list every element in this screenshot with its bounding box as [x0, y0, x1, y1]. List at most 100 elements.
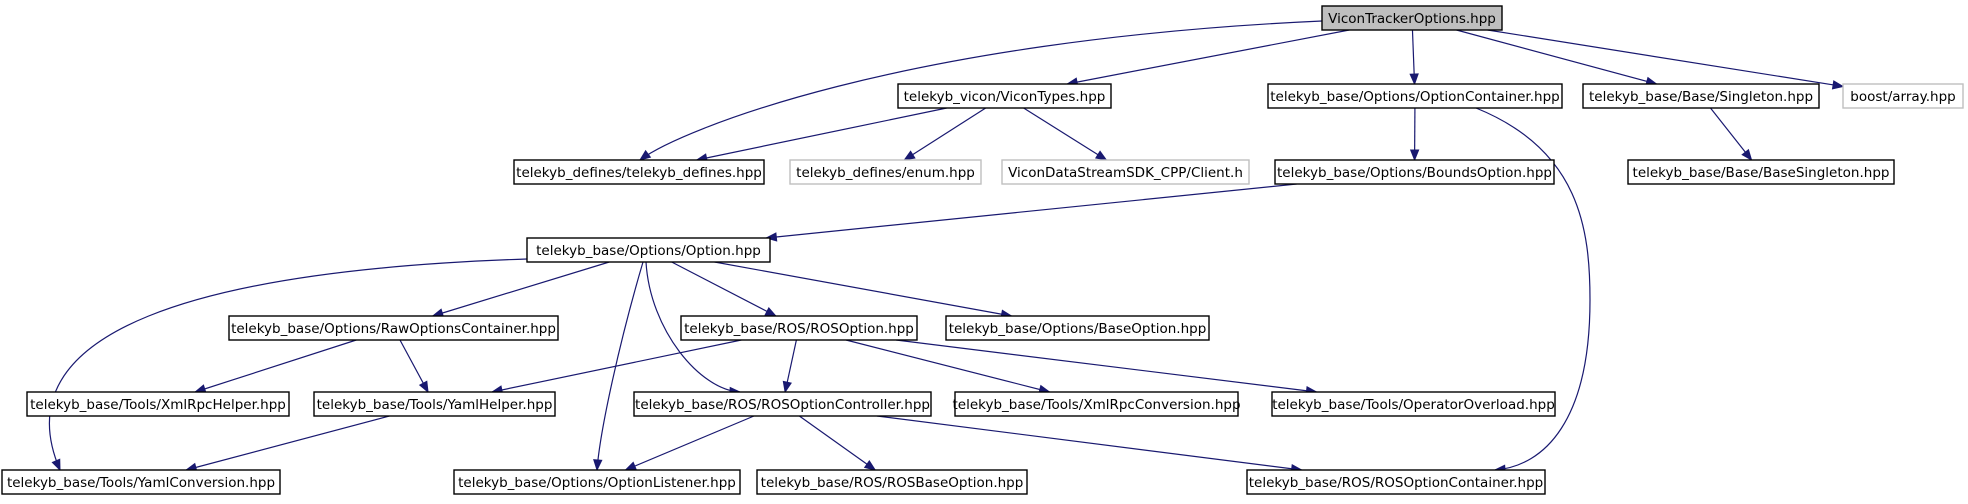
- node-box: [1627, 159, 1895, 185]
- edge-line: [432, 261, 610, 317]
- node-box: [453, 469, 741, 495]
- edge-arrowhead: [765, 232, 778, 242]
- edge-rawoptions-to-xmlrpchelper: [193, 339, 357, 394]
- edge-line: [766, 183, 1297, 239]
- edge-line: [639, 20, 1323, 161]
- node-box: [1271, 391, 1556, 417]
- node-box: [513, 159, 765, 185]
- node-vicontypes[interactable]: telekyb_vicon/ViconTypes.hpp: [897, 83, 1112, 109]
- edge-boundsoption-to-option: [765, 183, 1297, 242]
- edge-rosoption-to-yamlhelper: [490, 339, 742, 395]
- node-operatoroverload[interactable]: telekyb_base/Tools/OperatorOverload.hpp: [1271, 391, 1556, 417]
- edge-arrowhead: [1831, 80, 1845, 90]
- node-rawoptions[interactable]: telekyb_base/Options/RawOptionsContainer…: [228, 315, 559, 341]
- edge-option-to-yamlconversion: [48, 258, 528, 472]
- node-rosbaseoption[interactable]: telekyb_base/ROS/ROSBaseOption.hpp: [756, 469, 1028, 495]
- node-option[interactable]: telekyb_base/Options/Option.hpp: [526, 237, 771, 263]
- node-yamlhelper[interactable]: telekyb_base/Tools/YamlHelper.hpp: [313, 391, 556, 417]
- node-basesingleton[interactable]: telekyb_base/Base/BaseSingleton.hpp: [1627, 159, 1895, 185]
- node-singleton[interactable]: telekyb_base/Base/Singleton.hpp: [1582, 83, 1820, 109]
- edge-line: [876, 415, 1302, 471]
- edge-line: [596, 261, 644, 471]
- edge-rosoption-to-xmlrpcconversion: [845, 339, 1051, 394]
- edge-arrowhead: [1409, 149, 1420, 162]
- edge-line: [798, 415, 876, 471]
- edge-rosoptioncontroller-to-rosoptioncontainer: [876, 415, 1303, 474]
- edge-line: [645, 261, 741, 393]
- edge-line: [1709, 107, 1753, 161]
- edge-rosoption-to-rosoptioncontroller: [782, 339, 797, 394]
- node-boostarray[interactable]: boost/array.hpp: [1842, 83, 1964, 109]
- node-box: [313, 391, 556, 417]
- edge-line: [903, 107, 987, 161]
- edge-arrowhead: [593, 459, 603, 472]
- edge-option-to-rawoptions: [431, 261, 610, 318]
- node-label: telekyb_base/Base/Singleton.hpp: [1589, 89, 1813, 105]
- edge-root-to-optioncontainer: [1409, 29, 1419, 86]
- edge-root-to-singleton: [1456, 29, 1658, 86]
- edge-rosoptioncontroller-to-optionlistener: [624, 415, 755, 471]
- edge-singleton-to-basesingleton: [1709, 107, 1753, 162]
- edge-line: [194, 339, 357, 393]
- node-box: [1, 469, 281, 495]
- node-box: [1274, 159, 1555, 185]
- node-xmlrpchelper[interactable]: telekyb_base/Tools/XmlRpcHelper.hpp: [26, 391, 290, 417]
- node-box: [633, 391, 932, 417]
- node-label: telekyb_base/Tools/OperatorOverload.hpp: [1272, 397, 1555, 413]
- node-box: [1582, 83, 1820, 109]
- node-label: telekyb_base/ROS/ROSBaseOption.hpp: [761, 475, 1024, 491]
- node-box: [789, 159, 982, 185]
- edge-arrowhead: [863, 460, 877, 471]
- edge-arrowhead: [1409, 73, 1419, 86]
- edge-rosoptioncontroller-to-rosbaseoption: [798, 415, 877, 471]
- node-label: telekyb_base/Options/RawOptionsContainer…: [231, 321, 556, 337]
- node-xmlrpcconversion[interactable]: telekyb_base/Tools/XmlRpcConversion.hpp: [952, 391, 1241, 417]
- edge-arrowhead: [1741, 148, 1753, 162]
- node-enum[interactable]: telekyb_defines/enum.hpp: [789, 159, 982, 185]
- edge-rawoptions-to-yamlhelper: [399, 339, 429, 394]
- edge-arrowhead: [51, 458, 61, 472]
- node-optionlistener[interactable]: telekyb_base/Options/OptionListener.hpp: [453, 469, 741, 495]
- node-rosoption[interactable]: telekyb_base/ROS/ROSOption.hpp: [680, 315, 918, 341]
- node-label: telekyb_base/Options/BaseOption.hpp: [949, 321, 1207, 337]
- node-box: [1842, 83, 1964, 109]
- node-box: [897, 83, 1112, 109]
- edge-line: [1067, 29, 1350, 85]
- node-optioncontainer[interactable]: telekyb_base/Options/OptionContainer.hpp: [1267, 83, 1563, 109]
- edge-root-to-vicontypes: [1065, 29, 1350, 87]
- node-box: [1267, 83, 1563, 109]
- node-label: ViconTrackerOptions.hpp: [1328, 11, 1496, 27]
- node-rosoptioncontainer[interactable]: telekyb_base/ROS/ROSOptionContainer.hpp: [1246, 469, 1546, 495]
- edge-line: [185, 415, 390, 471]
- edge-arrowhead: [638, 149, 652, 161]
- node-baseoption[interactable]: telekyb_base/Options/BaseOption.hpp: [945, 315, 1210, 341]
- node-box: [756, 469, 1028, 495]
- edge-arrowhead: [418, 380, 429, 394]
- edge-line: [625, 415, 755, 471]
- node-label: telekyb_base/ROS/ROSOptionController.hpp: [635, 397, 930, 413]
- edge-line: [1475, 107, 1591, 471]
- node-label: boost/array.hpp: [1850, 89, 1955, 105]
- node-boundsoption[interactable]: telekyb_base/Options/BoundsOption.hpp: [1274, 159, 1555, 185]
- edge-optioncontainer-to-boundsoption: [1409, 107, 1420, 162]
- edge-arrowhead: [1094, 150, 1108, 161]
- node-client[interactable]: ViconDataStreamSDK_CPP/Client.h: [1001, 159, 1250, 185]
- edge-line: [845, 339, 1050, 393]
- node-label: telekyb_base/Options/Option.hpp: [536, 243, 761, 259]
- edge-line: [696, 107, 947, 161]
- node-box: [228, 315, 559, 341]
- node-defines[interactable]: telekyb_defines/telekyb_defines.hpp: [513, 159, 765, 185]
- node-rosoptioncontroller[interactable]: telekyb_base/ROS/ROSOptionController.hpp: [633, 391, 932, 417]
- node-box: [1321, 5, 1503, 31]
- edge-option-to-baseoption: [714, 261, 1013, 319]
- node-label: telekyb_base/ROS/ROSOption.hpp: [684, 321, 914, 337]
- edge-line: [1487, 29, 1844, 88]
- edge-arrowhead: [764, 306, 778, 317]
- node-label: telekyb_vicon/ViconTypes.hpp: [904, 89, 1106, 105]
- node-label: telekyb_base/Tools/XmlRpcConversion.hpp: [952, 397, 1240, 413]
- node-label: telekyb_base/Tools/YamlHelper.hpp: [317, 397, 553, 413]
- edge-line: [1456, 29, 1657, 85]
- edge-yamlhelper-to-yamlconversion: [184, 415, 390, 472]
- node-yamlconversion[interactable]: telekyb_base/Tools/YamlConversion.hpp: [1, 469, 281, 495]
- node-root[interactable]: ViconTrackerOptions.hpp: [1321, 5, 1503, 31]
